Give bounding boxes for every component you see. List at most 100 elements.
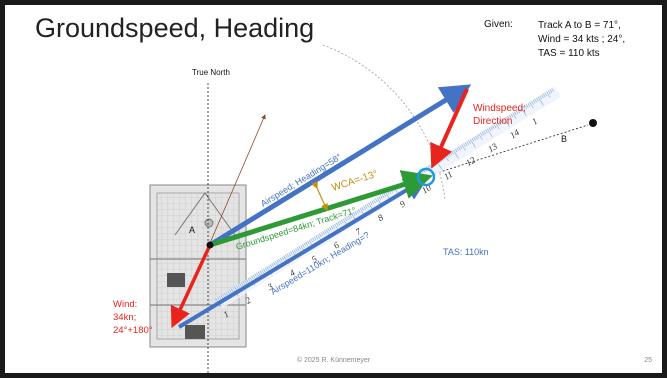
ruler-tick <box>381 194 385 198</box>
ruler-tick <box>486 128 493 138</box>
wind-speed-label: 34kn; <box>113 312 136 323</box>
ruler-tick <box>491 125 495 130</box>
ruler-tick <box>269 264 273 268</box>
ruler-tick <box>251 275 254 280</box>
ruler-tick <box>503 117 510 127</box>
ruler-tick <box>536 97 539 102</box>
ruler-tick <box>302 244 305 248</box>
ruler-tick <box>544 92 548 97</box>
ruler-tick <box>371 200 375 205</box>
ruler-number: 4 <box>288 267 298 278</box>
ruler-tick <box>296 247 300 251</box>
ruler-tick <box>327 228 331 232</box>
ruler-tick <box>508 114 512 119</box>
ruler-tick <box>234 286 237 291</box>
ruler-tick <box>237 284 241 288</box>
ruler-tick <box>281 256 285 261</box>
ruler-tick <box>480 132 483 137</box>
ruler-tick <box>347 215 351 220</box>
airspeed-110-vector <box>177 176 429 329</box>
ruler-tick <box>286 253 290 258</box>
ruler-tick <box>295 248 298 252</box>
ruler-tick <box>218 295 222 300</box>
ruler-tick <box>364 204 368 209</box>
ruler-number: 12 <box>464 155 477 169</box>
wind-direction-label: 24°+180° <box>113 325 153 336</box>
ruler-tick <box>217 296 220 301</box>
ruler-tick <box>464 142 468 146</box>
ruler-tick <box>307 240 310 245</box>
ruler-tick <box>329 227 332 231</box>
ruler-tick <box>288 252 292 257</box>
ruler-number: 1 <box>530 116 539 127</box>
ruler-tick <box>454 148 458 153</box>
page-number: 25 <box>644 357 652 364</box>
target-circle <box>416 167 436 187</box>
ruler-tick <box>346 216 349 221</box>
ruler-tick <box>259 270 263 275</box>
ruler-tick <box>527 103 531 107</box>
ruler-tick <box>493 124 497 128</box>
ruler-tick <box>229 289 232 294</box>
ruler-tick <box>315 235 319 240</box>
ruler-tick <box>541 94 544 99</box>
ruler-tick <box>320 232 324 237</box>
ruler-tick <box>537 96 544 106</box>
point-a-label: A <box>189 225 195 235</box>
ruler-tick <box>225 291 229 296</box>
ruler-tick <box>235 285 239 290</box>
ruler-tick <box>337 221 341 226</box>
ruler-tick <box>271 263 275 267</box>
ruler-tick <box>254 273 258 278</box>
ruler-tick <box>507 115 510 120</box>
ruler-tick <box>262 268 266 273</box>
direction-label: Direction <box>473 116 512 127</box>
ruler-tick <box>279 257 283 262</box>
wind-label: Wind: <box>113 299 137 310</box>
ruler-tick <box>549 89 553 93</box>
ruler-tick <box>325 229 330 236</box>
point-b <box>589 119 597 127</box>
slide: Groundspeed, Heading Given: Track A to B… <box>5 5 662 373</box>
ruler-tick <box>285 254 288 259</box>
ruler-tick <box>520 107 527 117</box>
ruler-number: 13 <box>486 141 499 155</box>
ruler-tick <box>458 146 461 151</box>
ruler-tick <box>510 113 514 118</box>
ruler-number: 5 <box>310 253 320 264</box>
ruler-tick <box>380 195 383 199</box>
ruler-tick <box>356 210 359 214</box>
ruler-tick <box>313 236 317 241</box>
ruler-tick <box>359 207 364 215</box>
ruler-tick <box>252 274 256 279</box>
ruler-tick <box>227 290 231 295</box>
ruler-tick <box>298 246 302 250</box>
ruler-tick <box>239 283 242 287</box>
ruler-tick <box>354 211 358 215</box>
ruler-tick <box>525 104 529 108</box>
ruler-tick <box>539 95 543 100</box>
ruler-tick <box>220 294 224 299</box>
point-b-label: B <box>561 134 567 144</box>
ruler-tick <box>524 105 527 109</box>
ruler-tick <box>466 141 470 145</box>
ruler-tick <box>293 249 297 254</box>
slide-title: Groundspeed, Heading <box>35 13 315 43</box>
ruler-tick <box>461 144 466 151</box>
ruler-tick <box>483 130 487 135</box>
ruler-tick <box>373 199 376 204</box>
ruler-tick <box>363 205 366 210</box>
true-north-label: True North <box>192 68 230 77</box>
ruler-tick <box>318 233 322 238</box>
ruler-number: 9 <box>398 198 408 209</box>
ruler-tick <box>273 262 276 266</box>
ruler-tick <box>312 237 315 242</box>
ruler-tick <box>378 196 381 201</box>
ruler-tick <box>332 224 336 229</box>
given-tas: TAS = 110 kts <box>538 48 600 59</box>
ruler-tick <box>475 135 478 140</box>
ruler-tick <box>303 242 307 247</box>
windspeed-label: Windspeed; <box>473 103 526 114</box>
ruler-tick <box>547 90 551 95</box>
ruler-tick <box>468 140 471 144</box>
